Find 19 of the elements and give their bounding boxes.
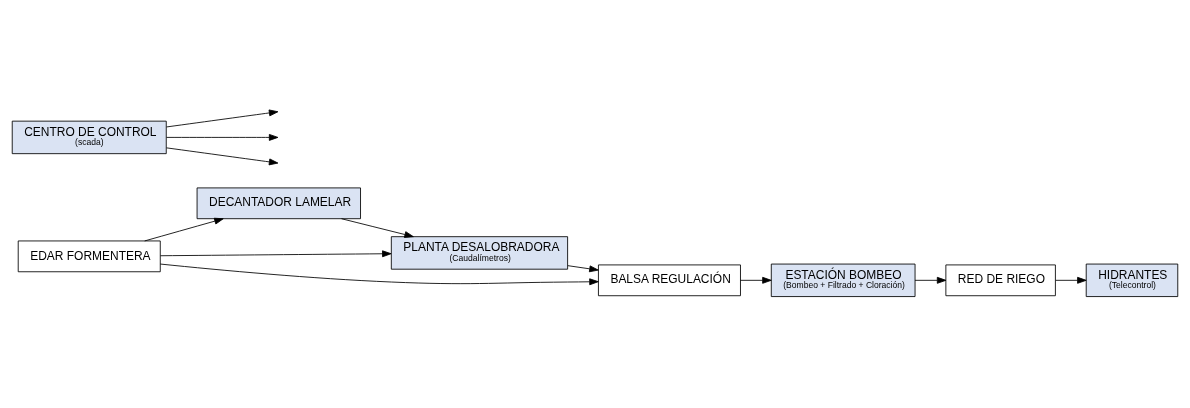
arrow <box>567 265 599 273</box>
node-box: ESTACIÓN BOMBEO (Bombeo + Filtrado + Cloración) <box>770 263 916 297</box>
arrow <box>740 276 772 284</box>
arrow <box>1055 276 1087 284</box>
node-box: PLANTA DESALOBRADORA (Caudalímetros) <box>390 236 569 270</box>
node-box: EDAR FORMENTERA <box>17 240 161 273</box>
arrow <box>166 147 279 166</box>
arrow <box>341 218 414 238</box>
node-box: DECANTADOR LAMELAR <box>196 187 361 220</box>
arrow <box>166 134 279 141</box>
arrow <box>144 217 224 242</box>
arrow <box>166 109 279 128</box>
arrow <box>914 276 947 284</box>
arrow <box>159 263 599 286</box>
node-box: CENTRO DE CONTROL (scada) <box>11 120 167 155</box>
node-box: BALSA REGULACIÓN <box>598 264 741 297</box>
node-box: RED DE RIEGO <box>945 264 1056 297</box>
node-box: HIDRANTES (Telecontrol) <box>1085 263 1179 297</box>
arrow <box>160 250 392 258</box>
